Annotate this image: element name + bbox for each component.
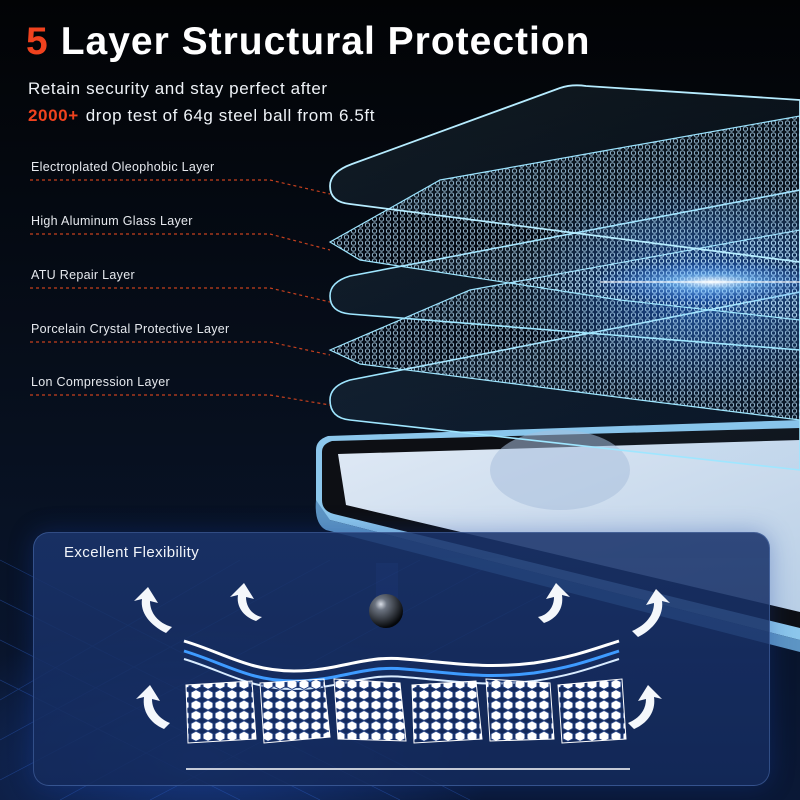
page-title: 5 Layer Structural Protection [26,20,591,64]
title-text: Layer Structural Protection [60,20,591,63]
layer-label-porcelain-crystal: Porcelain Crystal Protective Layer [31,322,230,336]
steel-ball-icon [369,563,403,628]
leader-lines [30,179,331,406]
flexibility-panel: Excellent Flexibility [33,532,770,786]
layer-1-glass [329,84,800,263]
subtitle-line-2-text: drop test of 64g steel ball from 6.5ft [85,106,376,125]
subtitle-line-2: 2000+ drop test of 64g steel ball from 6.… [28,106,375,126]
layer-label-aluminum-glass: High Aluminum Glass Layer [31,214,193,228]
layer-label-oleophobic: Electroplated Oleophobic Layer [31,160,215,174]
flex-wave-layers [183,639,620,691]
layer-label-atu-repair: ATU Repair Layer [31,268,135,282]
title-number: 5 [26,20,49,63]
curved-arrow-icon [134,583,670,729]
flexibility-title: Excellent Flexibility [64,544,200,561]
hexagon-blocks [185,678,627,744]
subtitle-highlight: 2000+ [28,106,79,125]
layer-label-compression: Lon Compression Layer [31,375,171,389]
subtitle-line-1: Retain security and stay perfect after [28,79,328,98]
light-flare [592,260,800,304]
flexibility-diagram [134,563,670,770]
